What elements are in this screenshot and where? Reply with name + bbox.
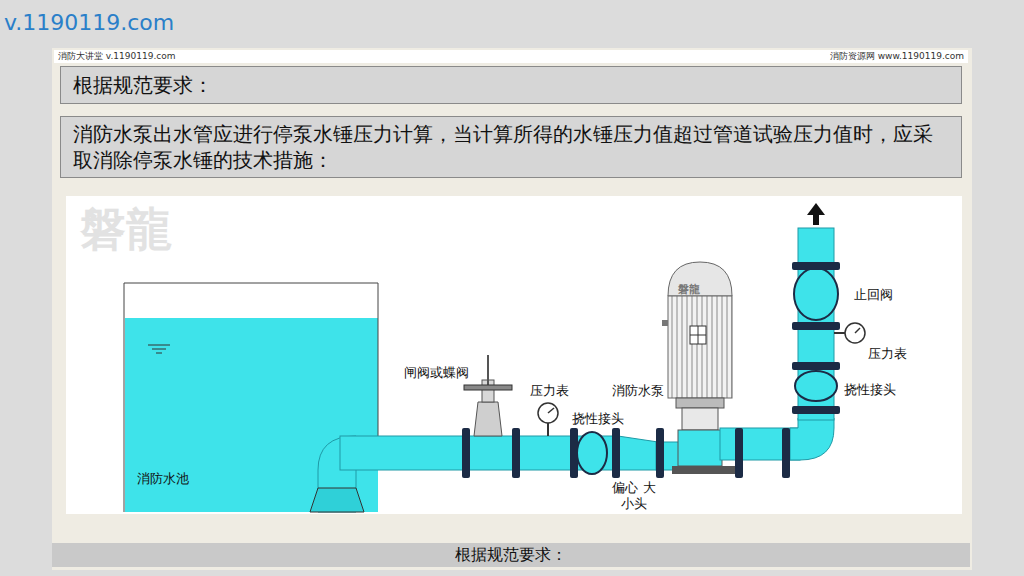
pipe-flange xyxy=(782,428,790,478)
node-text: 根据规范要求： xyxy=(73,73,949,97)
part-name: 闸阀或蝶阀 xyxy=(404,365,469,381)
heading-box: 根据规范要求： xyxy=(60,66,962,104)
header-note: 消防资源网 www.1190119.com xyxy=(830,51,964,62)
node-text: 消防水池 xyxy=(137,471,378,487)
motor-brand: 磐龍 xyxy=(678,283,700,296)
pipe-flange xyxy=(792,362,840,370)
pipe-flange xyxy=(792,406,840,414)
part-name: 挠性接头 xyxy=(844,382,896,398)
pipe-flange xyxy=(612,428,620,478)
node-text: 根据规范要求： xyxy=(52,543,970,567)
part-name: 消防水泵 xyxy=(612,383,664,399)
brand-watermark: 磐龍 xyxy=(80,202,172,257)
part-name: 偏心 大小头 xyxy=(612,480,656,511)
part-name: 压力表 xyxy=(868,346,907,362)
part-name: 止回阀 xyxy=(854,287,893,303)
pipe-flange xyxy=(792,322,840,330)
pipe-flange xyxy=(656,428,664,478)
part-name: 挠性接头 xyxy=(572,411,624,427)
pipe-flange xyxy=(570,428,578,478)
part-name: 压力表 xyxy=(530,383,569,399)
pipe-flange xyxy=(512,428,520,478)
water-tank: 消防水池 xyxy=(124,283,378,512)
header-note: 消防大讲堂 v.1190119.com xyxy=(58,51,176,62)
footer-band: 根据规范要求： xyxy=(52,543,970,567)
text-box: 消防水泵出水管应进行停泵水锤压力计算，当计算所得的水锤压力值超过管道试验压力值时… xyxy=(60,116,962,178)
pipe-flange xyxy=(735,428,743,478)
pipe-flange xyxy=(792,262,840,270)
pipe-flange xyxy=(462,428,470,478)
site-watermark: v.1190119.com xyxy=(4,10,174,36)
node-text: 消防水泵出水管应进行停泵水锤压力计算，当计算所得的水锤压力值超过管道试验压力值时… xyxy=(73,121,949,173)
